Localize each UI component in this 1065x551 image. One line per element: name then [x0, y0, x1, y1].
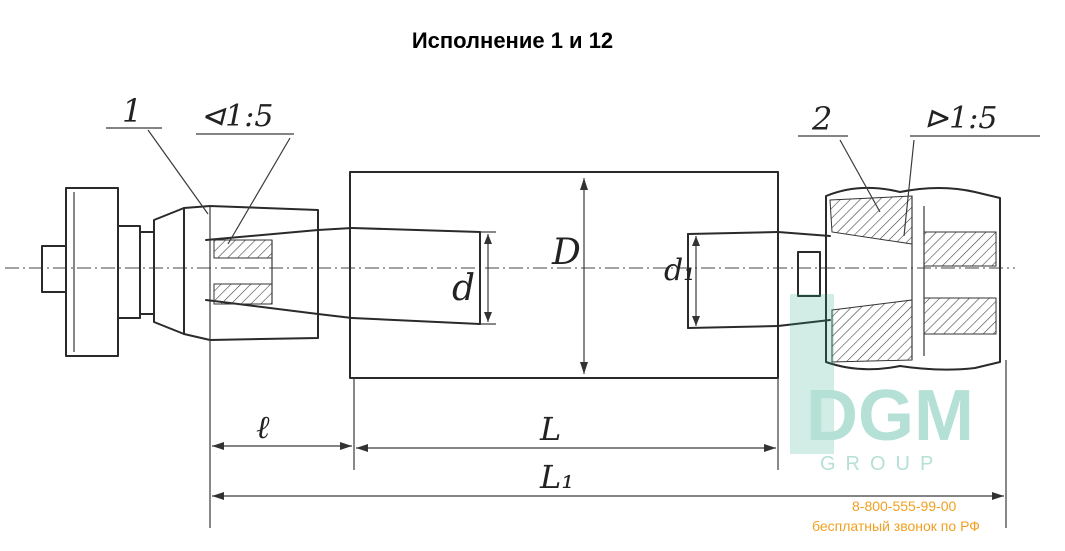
drawing-title: Исполнение 1 и 12 [411, 28, 614, 53]
label-d: d [452, 268, 475, 309]
main-cylinder [349, 171, 779, 379]
contact-phone: 8-800-555-99-00 [852, 498, 957, 514]
dimension-d1 [692, 236, 700, 326]
label-part2: 2 [811, 100, 832, 138]
shank-left [317, 227, 481, 325]
contact-note: бесплатный звонок по РФ [812, 518, 980, 534]
label-L1: L₁ [539, 458, 574, 496]
label-taper-left: ⊲1:5 [200, 99, 273, 134]
label-part1: 1 [122, 92, 142, 130]
dimension-l [212, 442, 352, 450]
label-l: ℓ [256, 408, 270, 446]
leader-taper-left [196, 133, 294, 245]
dimension-d [480, 231, 496, 325]
label-d1: d₁ [664, 253, 695, 288]
label-L: L [539, 410, 561, 448]
dgm-watermark-logo: DGM GROUP [790, 294, 974, 475]
shank-right [777, 231, 831, 327]
dimension-L [356, 444, 776, 452]
dimension-D [580, 178, 588, 374]
leader-part1 [106, 127, 209, 215]
collet-left [183, 205, 319, 341]
label-D: D [551, 232, 581, 273]
dimension-L1 [212, 492, 1004, 500]
label-taper-right: ⊳1:5 [924, 101, 997, 136]
watermark-logo-text: DGM [806, 376, 974, 456]
watermark-sub-text: GROUP [820, 453, 943, 475]
left-flange [41, 187, 185, 357]
leader-taper-right [903, 135, 1040, 237]
leader-part2 [798, 135, 881, 213]
nut-right [825, 186, 1001, 371]
